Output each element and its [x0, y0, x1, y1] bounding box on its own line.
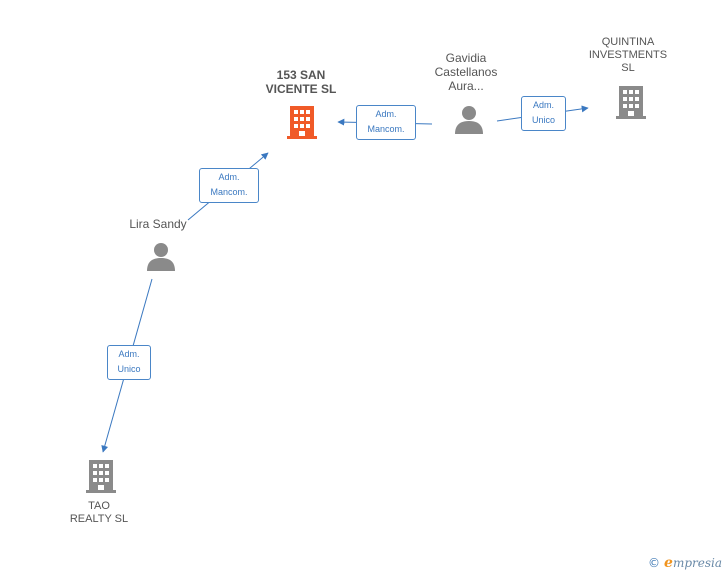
building-icon[interactable] [614, 84, 648, 120]
node-label-gavidia[interactable]: Gavidia Castellanos Aura... [434, 51, 498, 93]
building-icon[interactable] [84, 458, 118, 494]
edge-label-lira-tao[interactable]: Adm. Unico [107, 345, 151, 380]
node-label-tao[interactable]: TAO REALTY SL [69, 500, 129, 525]
node-label-lira[interactable]: Lira Sandy [129, 217, 187, 231]
person-icon[interactable] [145, 240, 177, 272]
edge-label-lira-focus[interactable]: Adm. Mancom. [199, 168, 259, 203]
copyright-icon: © [648, 556, 661, 570]
building-icon[interactable] [285, 104, 319, 140]
node-label-focus-company[interactable]: 153 SAN VICENTE SL [265, 68, 337, 96]
node-label-quintina[interactable]: QUINTINA INVESTMENTS SL [588, 36, 668, 74]
edge-label-gavidia-focus[interactable]: Adm. Mancom. [356, 105, 416, 140]
empresia-watermark: ©empresia [648, 555, 722, 571]
edge-label-gavidia-quintina[interactable]: Adm. Unico [521, 96, 566, 131]
brand-initial: e [664, 555, 673, 571]
person-icon[interactable] [453, 103, 485, 135]
brand-name: mpresia [672, 556, 722, 570]
